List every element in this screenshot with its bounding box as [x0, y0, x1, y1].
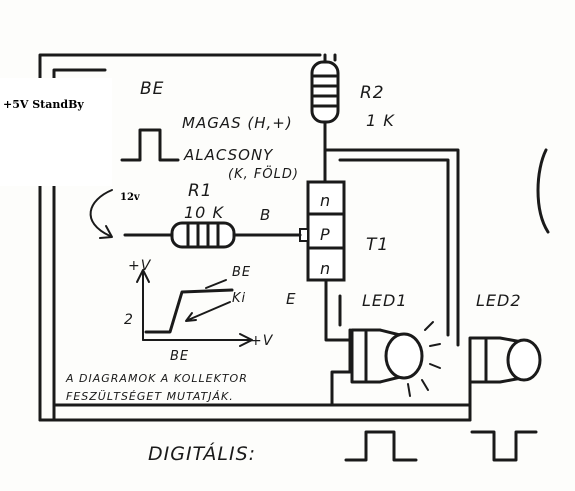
k-fold-label: (K, FÖLD) [228, 165, 299, 182]
graph-zero-label: 2 [124, 312, 134, 328]
digitalis-label: DIGITÁLIS: [148, 442, 256, 465]
led1-symbol [330, 321, 441, 407]
r2-resistor [310, 53, 340, 184]
transistor-t1 [299, 180, 346, 298]
led2-symbol [468, 336, 542, 422]
standby-label: +5V StandBy [3, 98, 84, 111]
graph-xplus-label: +V [250, 333, 274, 349]
alacsony-label: ALACSONY [183, 146, 274, 164]
r1-value-label: 10 K [184, 203, 224, 222]
standby-label-box: +5V StandBy [0, 78, 112, 186]
digital-pulse-low [470, 430, 538, 462]
led2-label: LED2 [476, 291, 522, 310]
n-top-label: n [320, 191, 331, 210]
graph-yplus-label: +V [128, 258, 152, 274]
emitter-led1-wire [324, 294, 352, 342]
magas-label: MAGAS (H,+) [182, 114, 293, 132]
graph-xbe-label: BE [170, 349, 189, 364]
r2-label: R2 [360, 83, 385, 103]
r2-value-label: 1 K [366, 111, 395, 130]
t1-label: T1 [366, 235, 389, 255]
note-line2: FESZÜLTSÉGET MUTATJÁK. [66, 390, 234, 403]
graph-ki-label: Ki [232, 291, 246, 306]
right-edge-fragment [536, 148, 550, 234]
collector-led2-wire-inner [338, 158, 450, 337]
note-line1: A DIAGRAMOK A KOLLEKTOR [65, 372, 248, 385]
pulse-symbol-top [120, 128, 180, 162]
n-bot-label: n [320, 259, 331, 278]
r1-label: R1 [188, 181, 213, 201]
r1-resistor [123, 221, 302, 249]
left-outer-wire [52, 68, 107, 422]
v12-label: 12v [120, 192, 141, 203]
be-top-label: BE [140, 79, 164, 99]
graph-be-label: BE [232, 265, 251, 280]
digital-pulse-high [344, 430, 418, 462]
input-arrow [89, 189, 113, 237]
led1-label: LED1 [362, 291, 408, 310]
emitter-label: E [286, 290, 296, 308]
supply-rail-wire [38, 53, 322, 422]
base-label: B [260, 206, 271, 224]
collector-led2-wire [323, 148, 460, 347]
transfer-graph [136, 269, 253, 347]
p-mid-label: P [320, 225, 331, 244]
